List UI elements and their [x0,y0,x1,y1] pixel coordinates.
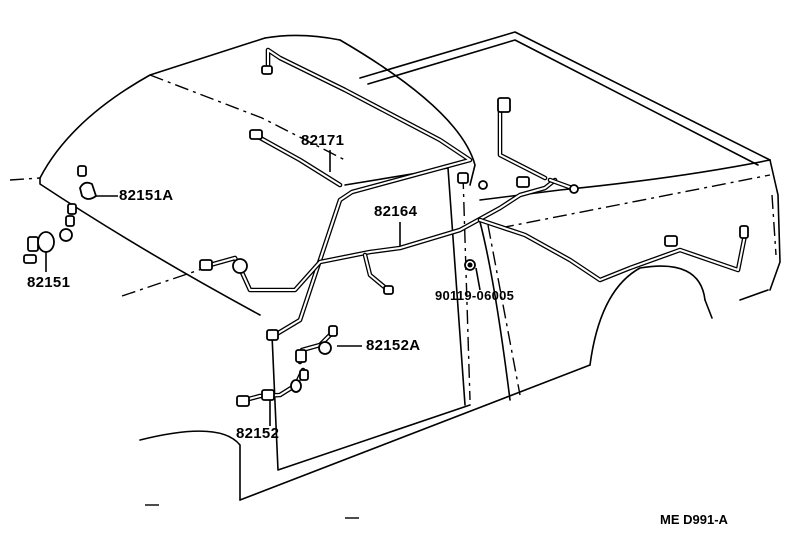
label-82164[interactable]: 82164 [374,203,418,220]
tailgate-detail [771,194,777,256]
part-82151-socket [37,231,55,253]
label-82152[interactable]: 82152 [236,425,280,442]
label-82171[interactable]: 82171 [301,132,345,149]
harness-82164[interactable] [237,102,748,293]
label-82151A[interactable]: 82151A [119,187,174,204]
rear-bumper-line [739,289,769,301]
bed-floor-line [499,174,771,229]
pillar-connector [457,172,469,184]
harness-82171[interactable] [252,47,473,338]
roof-panel-line [149,74,346,161]
bolt-90119-center [467,262,473,268]
vehicle-body-outline [9,31,781,519]
part-82152A-plug [295,349,307,363]
part-82151-mid [65,215,75,227]
b-pillar [479,221,511,401]
label-82151[interactable]: 82151 [27,274,71,291]
rear-terminal [569,184,579,194]
tail-connector [664,235,678,247]
a-pillar-connector [266,329,279,341]
front-fender-lower [139,430,241,501]
part-82151A-body [79,181,98,200]
windshield-base [39,177,261,316]
leader-90119 [475,267,481,291]
connector-parts [23,65,749,407]
roof-connector [261,65,273,75]
part-82152-plug [236,395,250,407]
cab-rear-edge [339,39,476,186]
rear-wheel-arch [589,265,706,366]
leader-lines [45,150,481,426]
hood-line [9,177,41,181]
door-edge-dash [462,174,471,401]
roof-top-edge [264,34,341,41]
rear-connector [497,97,511,113]
floor-connector [383,285,394,295]
pillar-clip [478,180,488,190]
part-82152-top [299,369,309,381]
door-outline [271,334,471,471]
part-82152-socket [261,389,275,401]
part-82151-grommet [59,228,73,242]
part-82151-top [67,203,77,215]
label-82152A[interactable]: 82152A [366,337,421,354]
part-82151-base [23,254,37,264]
part-82152A-grommet [318,341,332,355]
roof-front-edge [39,37,266,179]
dome-light-connector [249,129,263,140]
bed-rail-far [359,31,771,161]
drawing-code: ME D991-A [660,512,728,527]
rear-connector-2 [516,176,530,188]
part-82152-mid [290,379,302,393]
part-82152A-top [328,325,338,337]
b-pillar-dash [487,224,521,396]
label-90119-06005[interactable]: 90119-06005 [435,288,515,303]
part-82151-plug [27,236,39,252]
bed-rail-far-inner [367,39,759,166]
dash-stub [121,267,206,297]
front-grommet [232,258,248,274]
rear-arch-end [704,299,713,319]
front-connector [199,259,213,271]
part-82151A-top [77,165,87,177]
tailgate-edge [769,159,781,291]
tail-connector-2 [739,225,749,239]
rocker-panel [239,364,591,501]
